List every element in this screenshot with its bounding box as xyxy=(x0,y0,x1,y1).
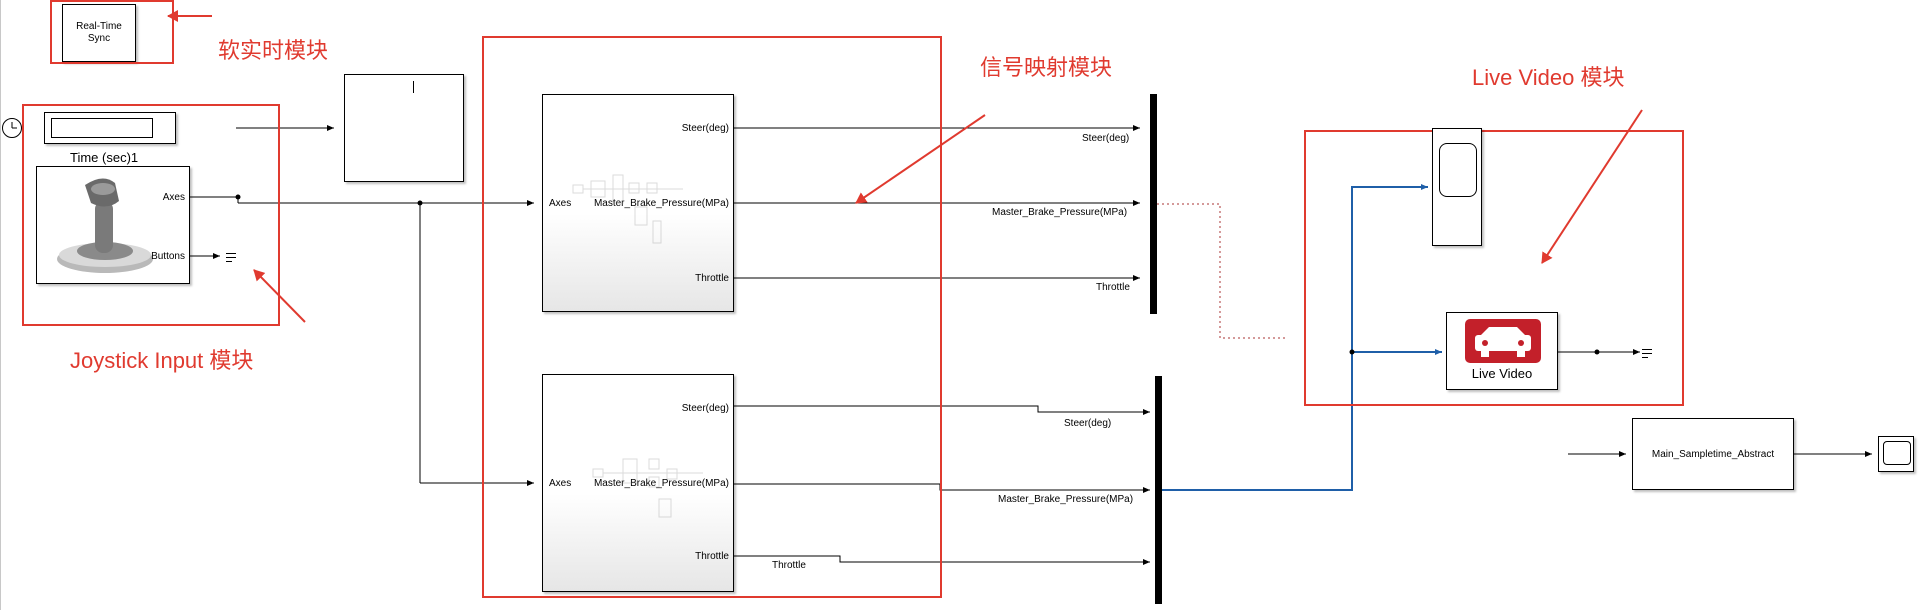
signal-label-bottom-brake: Master_Brake_Pressure(MPa) xyxy=(998,494,1134,505)
rt-sync-annotation: 软实时模块 xyxy=(218,38,329,63)
joystick-icon xyxy=(57,178,153,273)
bus-creator-top[interactable] xyxy=(1150,94,1157,314)
subsystem-preview-icon xyxy=(592,458,703,518)
bus-creator-bottom[interactable] xyxy=(1155,376,1162,604)
signal-mapping-annotation: 信号映射模块 xyxy=(980,55,1113,80)
joystick-port-buttons: Buttons xyxy=(151,251,185,262)
joystick-port-axes: Axes xyxy=(162,192,185,203)
main-sampletime-label: Main_Sampletime_Abstract xyxy=(1651,448,1775,460)
real-time-sync-block[interactable]: Real-Time Sync xyxy=(62,4,136,62)
clock-icon xyxy=(2,118,22,138)
joystick-input-highlight xyxy=(22,104,280,326)
signal-label-bottom-throttle: Throttle xyxy=(772,560,806,571)
video-viewer-block[interactable] xyxy=(1432,128,1482,246)
signal-label-bottom-steer: Steer(deg) xyxy=(1064,418,1112,429)
signal-label-top-throttle: Throttle xyxy=(1096,282,1130,293)
map1-output-throttle: Throttle xyxy=(695,273,729,284)
live-video-annotation: Live Video 模块 xyxy=(1472,65,1625,90)
live-video-terminator xyxy=(1642,347,1652,358)
rt-sync-highlight xyxy=(50,0,174,64)
map2-input-axes: Axes xyxy=(549,478,572,489)
canvas-left-edge xyxy=(0,0,1,610)
map1-output-brake: Master_Brake_Pressure(MPa) xyxy=(593,198,729,209)
map1-output-steer: Steer(deg) xyxy=(681,123,729,134)
map2-output-brake: Master_Brake_Pressure(MPa) xyxy=(593,478,729,489)
car-icon xyxy=(1465,319,1541,363)
scope-block[interactable] xyxy=(344,74,464,182)
live-video-highlight xyxy=(1304,130,1684,406)
signal-mapping-subsystem-top[interactable]: Axes Steer(deg) Master_Brake_Pressure(MP… xyxy=(542,94,734,312)
small-scope-block[interactable] xyxy=(1878,436,1914,472)
signal-mapping-subsystem-bottom[interactable]: Axes Steer(deg) Master_Brake_Pressure(MP… xyxy=(542,374,734,592)
live-video-label: Live Video xyxy=(1471,366,1533,381)
signal-label-top-brake: Master_Brake_Pressure(MPa) xyxy=(992,207,1128,218)
main-sampletime-block[interactable]: Main_Sampletime_Abstract xyxy=(1632,418,1794,490)
real-time-sync-label: Real-Time Sync xyxy=(76,21,122,44)
time-block-label: Time (sec)1 xyxy=(70,150,139,165)
buttons-terminator xyxy=(226,251,236,262)
time-display-block[interactable] xyxy=(44,112,176,144)
map1-input-axes: Axes xyxy=(549,198,572,209)
joystick-input-block[interactable]: Axes Buttons xyxy=(36,166,190,284)
subsystem-preview-icon xyxy=(572,174,683,244)
signal-label-top-steer: Steer(deg) xyxy=(1082,133,1130,144)
signal-mapping-highlight xyxy=(482,36,942,598)
joystick-input-annotation: Joystick Input 模块 xyxy=(70,348,254,373)
map2-output-steer: Steer(deg) xyxy=(681,403,729,414)
map2-output-throttle: Throttle xyxy=(695,551,729,562)
live-video-block[interactable]: Live Video xyxy=(1446,312,1558,390)
